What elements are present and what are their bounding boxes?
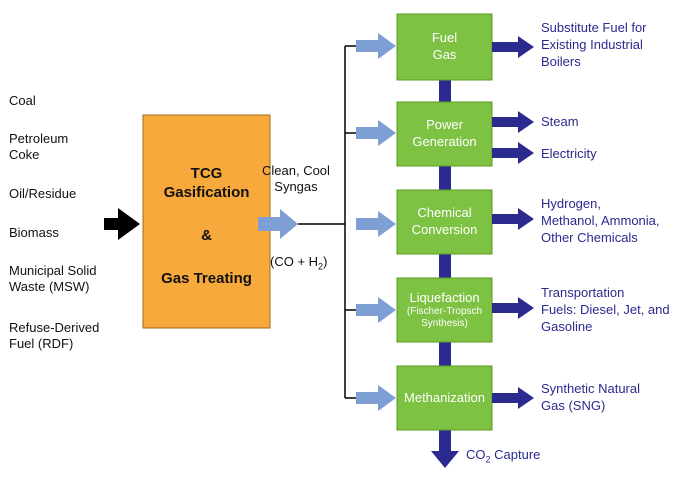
output-arrow-steam bbox=[492, 111, 534, 133]
feedstock-biomass: Biomass bbox=[9, 225, 59, 240]
feedstock-coal: Coal bbox=[9, 93, 36, 108]
branch-methanization bbox=[345, 385, 396, 411]
output-substitute-fuel: Substitute Fuel for Existing Industrial … bbox=[541, 20, 647, 69]
process-methanization-line1: Methanization bbox=[404, 389, 485, 405]
connector-1 bbox=[439, 80, 451, 102]
process-power-line2: Generation bbox=[412, 134, 477, 149]
output-arrow-sng bbox=[492, 387, 534, 409]
output-steam: Steam bbox=[541, 114, 579, 129]
syngas-arrow bbox=[258, 209, 298, 239]
process-fuel-gas-line2: Gas bbox=[432, 47, 457, 62]
syngas-label: Clean, Cool Syngas bbox=[262, 163, 330, 194]
process-fuel-gas-line1: Fuel bbox=[431, 30, 458, 46]
gasifier-title-gasification: Gasification bbox=[163, 184, 250, 201]
co2-capture-arrow bbox=[431, 430, 459, 468]
process-label-chemical-conversion: Chemical Conversion bbox=[397, 190, 492, 254]
feedstock-oil-residue: Oil/Residue bbox=[9, 186, 77, 201]
gasifier-title-gas-treating: Gas Treating bbox=[161, 270, 252, 287]
syngas-formula-prefix: (CO + H bbox=[270, 254, 319, 269]
syngas-formula: (CO + H2) bbox=[270, 254, 327, 272]
gasifier-title-tcg: TCG bbox=[190, 165, 223, 182]
output-electricity: Electricity bbox=[541, 146, 597, 161]
gasifier-ampersand: & bbox=[201, 227, 212, 244]
feed-input-arrow bbox=[104, 208, 140, 240]
output-arrow-electricity bbox=[492, 142, 534, 164]
output-arrow-chemicals bbox=[492, 208, 534, 230]
branch-liquefaction bbox=[345, 297, 396, 323]
output-chemicals: Hydrogen, Methanol, Ammonia, Other Chemi… bbox=[541, 196, 660, 245]
process-box-power-generation bbox=[396, 101, 493, 167]
co2-sub: 2 bbox=[485, 454, 491, 465]
output-arrow-transport-fuels bbox=[492, 297, 534, 319]
connector-3 bbox=[439, 254, 451, 278]
process-label-liquefaction: Liquefaction (Fischer-Tropsch Synthesis) bbox=[397, 278, 492, 342]
process-label-fuel-gas: Fuel Gas bbox=[397, 14, 492, 80]
output-transport-fuels: Transportation Fuels: Diesel, Jet, and G… bbox=[541, 285, 670, 334]
process-power-line1: Power bbox=[426, 117, 463, 133]
branch-power-generation bbox=[345, 120, 396, 146]
process-box-fuel-gas bbox=[396, 13, 493, 81]
connector-2 bbox=[439, 166, 451, 190]
branch-chemical-conversion bbox=[356, 211, 396, 237]
feedstock-msw: Municipal Solid Waste (MSW) bbox=[9, 263, 97, 294]
co2-prefix: CO bbox=[466, 447, 486, 462]
gasifier-box bbox=[142, 114, 271, 329]
process-liquefaction-sub: (Fischer-Tropsch Synthesis) bbox=[406, 306, 483, 330]
feedstock-rdf: Refuse-Derived Fuel (RDF) bbox=[9, 320, 100, 351]
output-sng: Synthetic Natural Gas (SNG) bbox=[541, 381, 640, 413]
co2-suffix: Capture bbox=[490, 447, 541, 462]
branch-fuel-gas bbox=[345, 33, 396, 59]
process-label-methanization: Methanization bbox=[397, 366, 492, 430]
process-chemical-line1: Chemical bbox=[417, 205, 472, 221]
co2-capture-label: CO2 Capture bbox=[466, 447, 540, 466]
process-box-methanization bbox=[396, 365, 493, 431]
process-chemical-line2: Conversion bbox=[411, 222, 478, 237]
syngas-formula-suffix: ) bbox=[323, 254, 328, 269]
connector-4 bbox=[439, 342, 451, 366]
process-label-power-generation: Power Generation bbox=[397, 102, 492, 166]
process-liquefaction-line1: Liquefaction bbox=[409, 289, 480, 305]
output-arrow-substitute-fuel bbox=[492, 36, 534, 58]
feedstock-petroleum-coke: Petroleum Coke bbox=[9, 131, 69, 162]
syngas-formula-sub: 2 bbox=[318, 261, 324, 272]
